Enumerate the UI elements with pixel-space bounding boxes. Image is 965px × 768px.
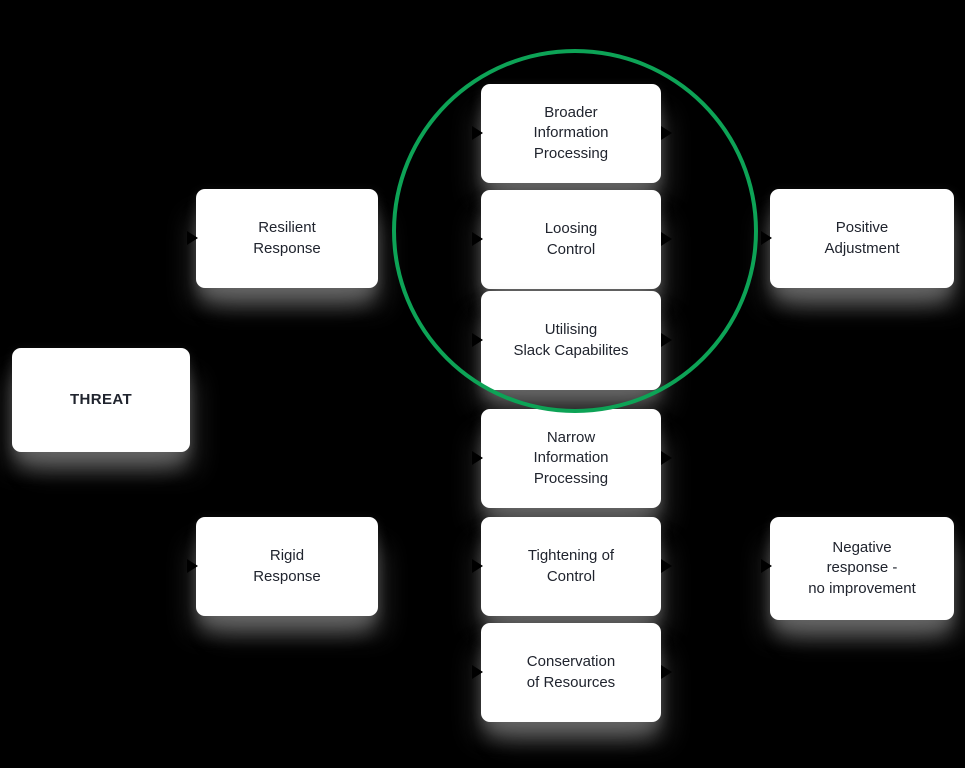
arrowhead-icon	[661, 665, 672, 679]
node-threat-label: THREAT	[69, 390, 133, 408]
node-resilient-response-label: Resilient Response	[253, 219, 321, 257]
arrowhead-icon	[472, 126, 483, 140]
node-utilising-slack-capabilites: Utilising Slack Capabilites	[481, 291, 661, 390]
node-conservation-of-resources: Conservation of Resources	[481, 623, 661, 722]
node-loosing-control: Loosing Control	[481, 190, 661, 289]
arrowhead-icon	[661, 333, 672, 347]
arrowhead-icon	[187, 231, 198, 245]
arrowhead-icon	[661, 451, 672, 465]
arrowhead-icon	[661, 126, 672, 140]
node-utilising-slack-capabilites-label: Utilising Slack Capabilites	[513, 321, 629, 359]
node-loosing-control-label: Loosing Control	[544, 220, 598, 258]
arrowhead-icon	[472, 333, 483, 347]
arrowhead-icon	[187, 559, 198, 573]
node-narrow-information-processing-label: Narrow Information Processing	[533, 429, 609, 487]
arrowhead-icon	[472, 665, 483, 679]
arrowhead-icon	[472, 451, 483, 465]
node-broader-information-processing-label: Broader Information Processing	[533, 104, 609, 162]
node-tightening-of-control: Tightening of Control	[481, 517, 661, 616]
node-broader-information-processing: Broader Information Processing	[481, 84, 661, 183]
arrowhead-icon	[761, 559, 772, 573]
arrowhead-icon	[661, 232, 672, 246]
arrowhead-icon	[472, 559, 483, 573]
node-negative-response-label: Negative response - no improvement	[808, 539, 916, 597]
node-narrow-information-processing: Narrow Information Processing	[481, 409, 661, 508]
node-tightening-of-control-label: Tightening of Control	[527, 547, 615, 585]
arrowhead-icon	[661, 559, 672, 573]
node-threat: THREAT	[12, 348, 190, 452]
node-positive-adjustment-label: Positive Adjustment	[824, 219, 900, 257]
node-positive-adjustment: Positive Adjustment	[770, 189, 954, 288]
arrowhead-icon	[761, 231, 772, 245]
node-resilient-response: Resilient Response	[196, 189, 378, 288]
node-rigid-response-label: Rigid Response	[253, 547, 321, 585]
node-negative-response: Negative response - no improvement	[770, 517, 954, 620]
threat-connector-line	[100, 452, 103, 502]
node-rigid-response: Rigid Response	[196, 517, 378, 616]
node-conservation-of-resources-label: Conservation of Resources	[526, 653, 616, 691]
arrowhead-icon	[472, 232, 483, 246]
